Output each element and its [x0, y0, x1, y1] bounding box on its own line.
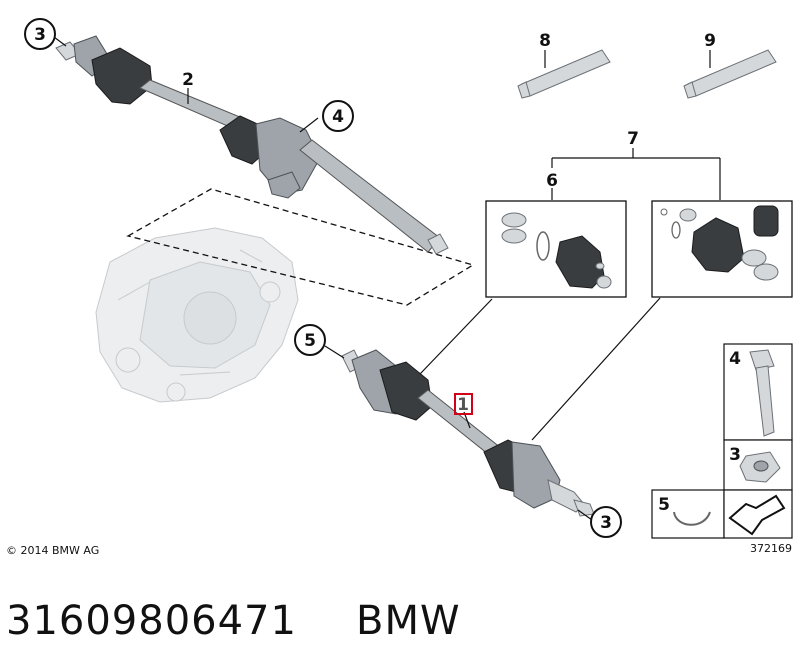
grease-tube-9	[683, 49, 777, 99]
callout-3-bottom	[590, 506, 622, 538]
diagram-number: 372169	[750, 542, 792, 555]
part-1-highlight	[454, 393, 473, 415]
transmission-housing-illustration	[95, 227, 299, 403]
callout-3-top	[24, 18, 56, 50]
label-6: 6	[546, 171, 558, 191]
brand-name: BMW	[356, 598, 461, 644]
label-4: 4	[332, 107, 344, 127]
kit-7-parts	[660, 205, 779, 281]
legend-label-3: 3	[729, 445, 741, 465]
kit-6-parts	[501, 212, 612, 289]
label-2: 2	[182, 70, 194, 90]
label-5: 5	[304, 331, 316, 351]
lower-drive-shaft	[341, 349, 595, 517]
label-3-bottom: 3	[600, 513, 612, 533]
copyright-notice: © 2014 BMW AG	[6, 544, 99, 557]
legend-label-5: 5	[658, 495, 670, 515]
callout-5	[294, 324, 326, 356]
label-7: 7	[627, 129, 639, 149]
grease-tube-8	[517, 49, 611, 99]
label-3-top: 3	[34, 25, 46, 45]
upper-drive-shaft	[55, 35, 449, 255]
part-number: 31609806471	[6, 598, 297, 644]
legend-label-4: 4	[729, 349, 741, 369]
hardware-legend	[651, 343, 793, 539]
label-9: 9	[704, 31, 716, 51]
dashed-outline	[126, 188, 475, 306]
label-1: 1	[457, 395, 469, 415]
callout-4	[322, 100, 354, 132]
label-8: 8	[539, 31, 551, 51]
